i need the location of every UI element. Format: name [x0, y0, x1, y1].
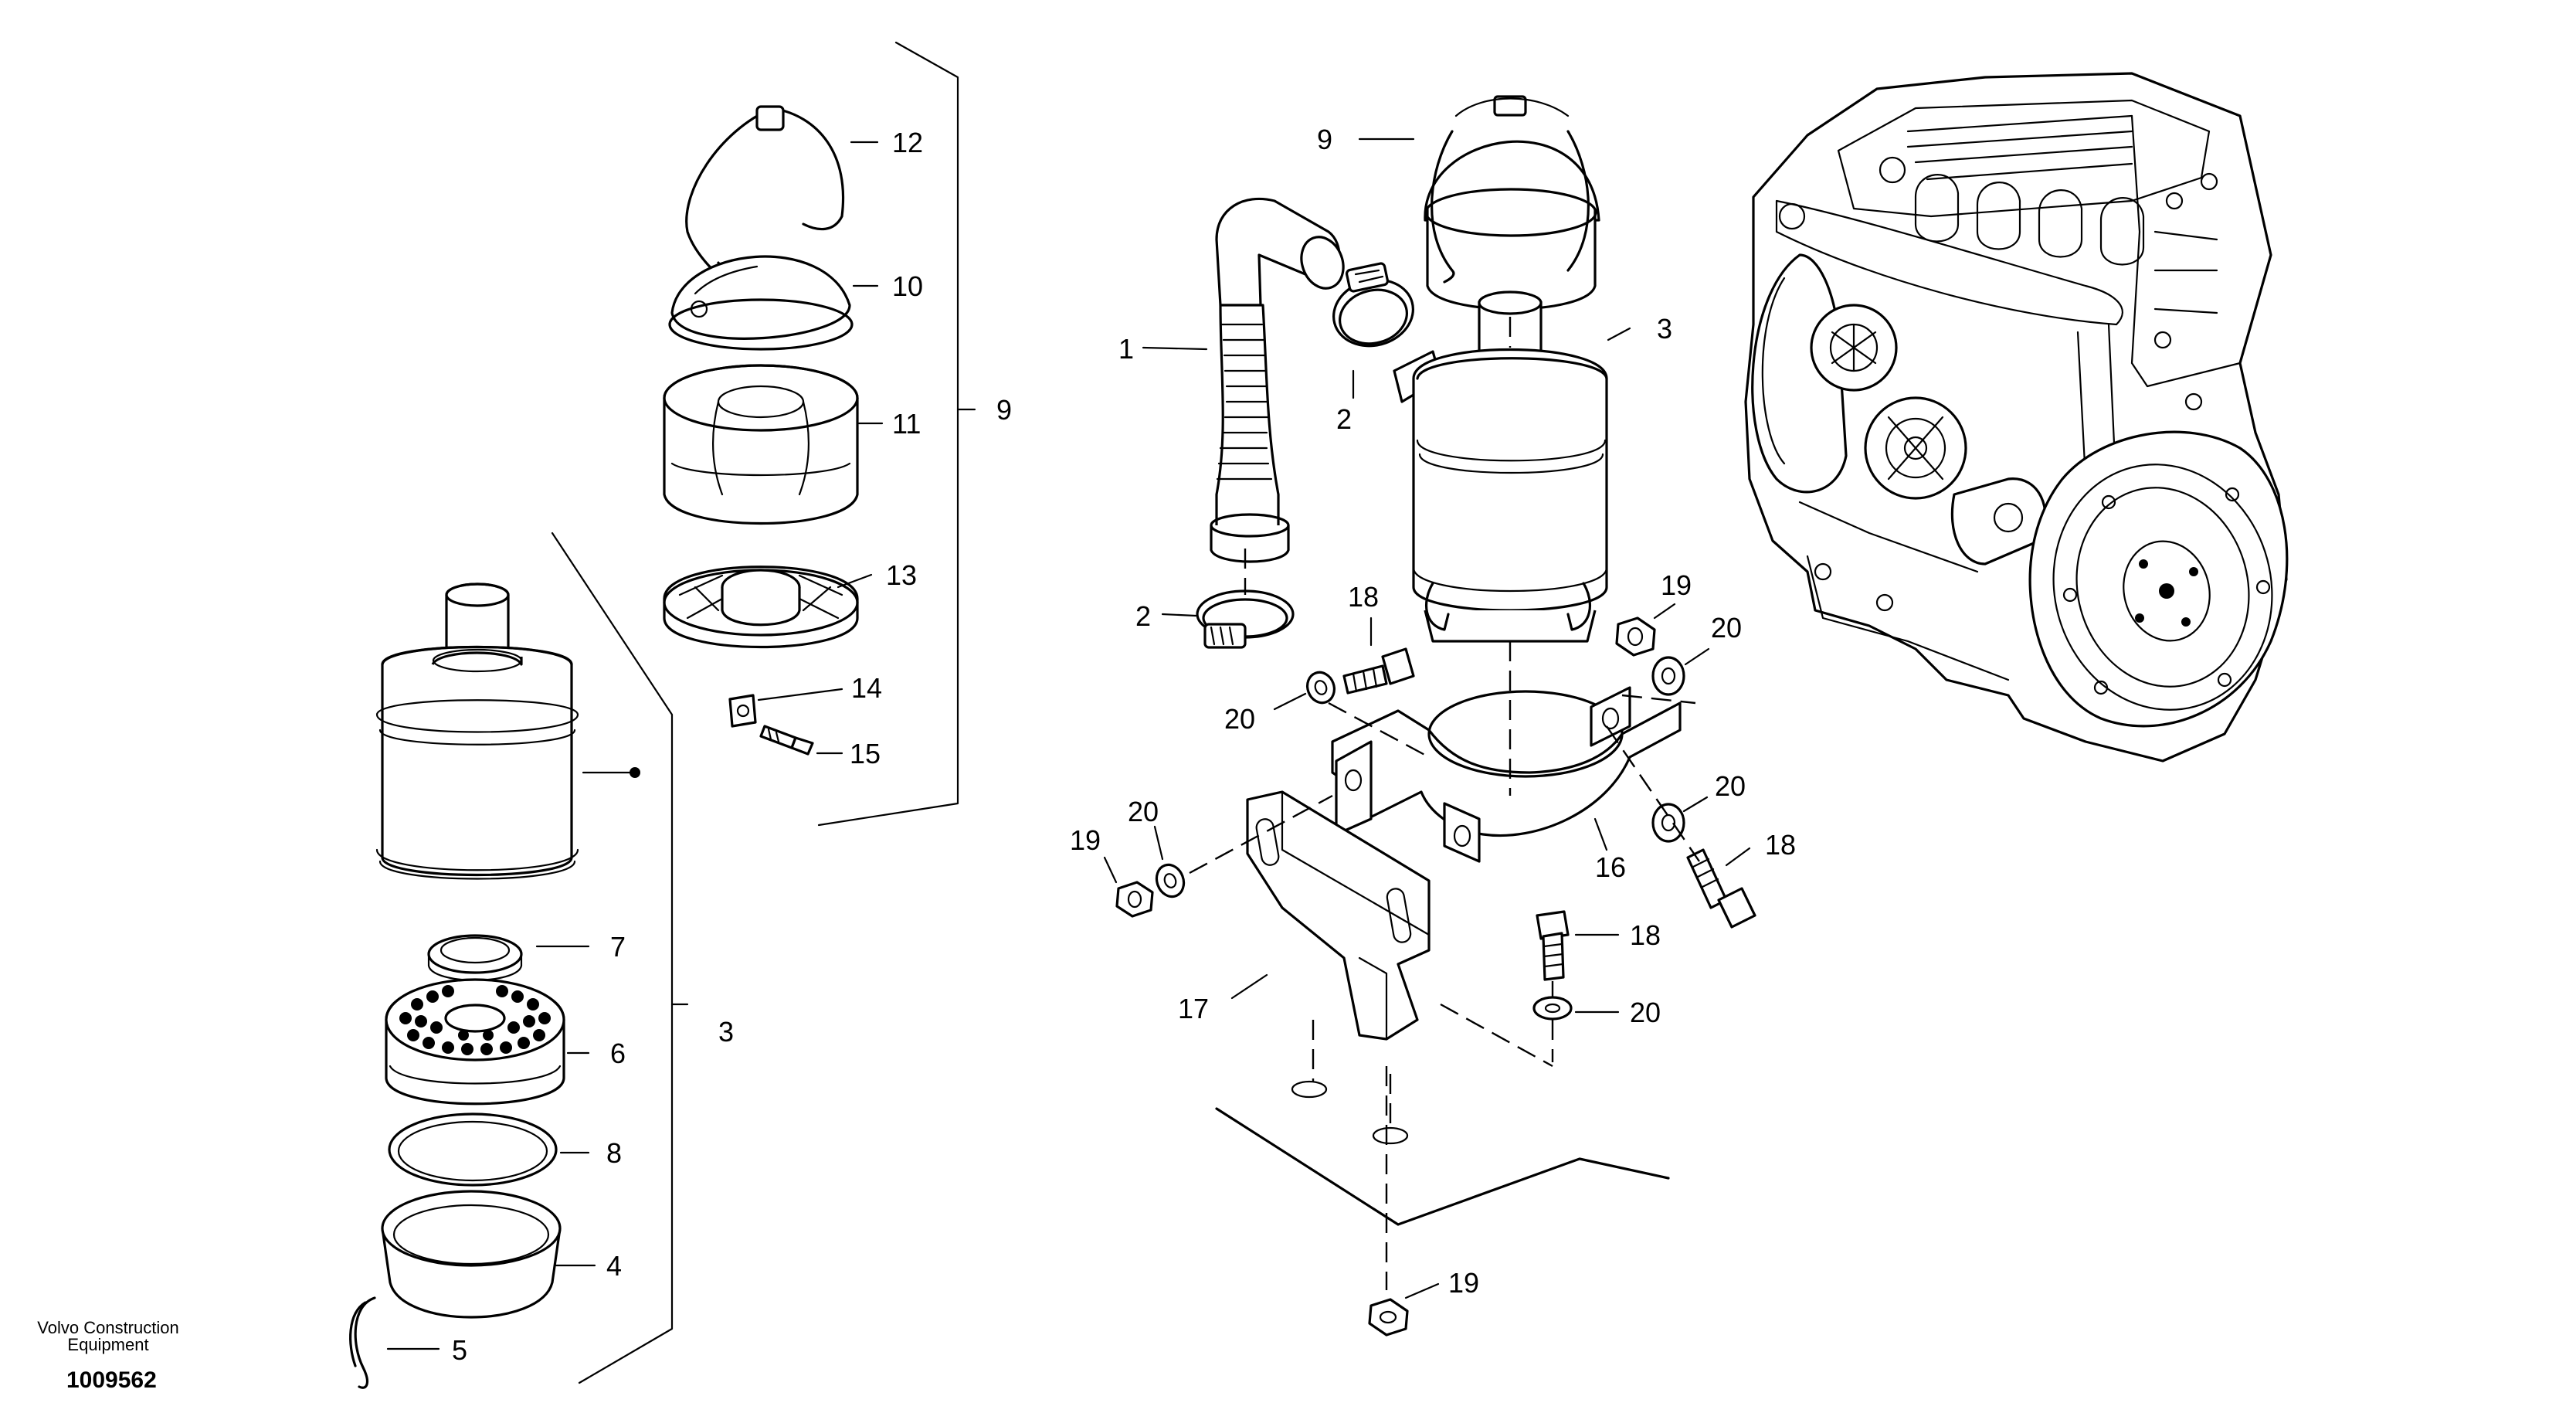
engine-illustration	[1744, 72, 2289, 763]
vane-13	[663, 566, 859, 648]
callout-14: 14	[851, 672, 882, 704]
clamp-ring-12	[685, 105, 845, 311]
hose-clamp-2-upper	[1332, 262, 1414, 348]
washer-20-left	[1306, 671, 1336, 705]
seal-ring-7	[427, 934, 523, 981]
callout-4: 4	[606, 1250, 622, 1282]
footer: Volvo Construction Equipment 1009562	[31, 1320, 185, 1394]
callout-17: 17	[1178, 993, 1209, 1024]
bowl-11	[663, 364, 859, 525]
callout-7: 7	[610, 931, 626, 963]
brand-label: Volvo Construction Equipment	[31, 1320, 185, 1354]
callout-19-bottom: 19	[1448, 1267, 1479, 1299]
callout-19-left: 19	[1070, 824, 1101, 856]
callout-1: 1	[1118, 333, 1134, 365]
callout-20-left: 20	[1128, 796, 1159, 827]
cover-dome-10	[668, 255, 854, 351]
filter-housing	[375, 583, 579, 880]
callout-15: 15	[850, 738, 881, 769]
washer-20-lower-right	[1651, 803, 1685, 843]
washer-20-right	[1651, 656, 1685, 696]
callout-3-right: 3	[1657, 313, 1672, 345]
callout-16: 16	[1595, 851, 1626, 883]
brand-line-1: Volvo Construction	[37, 1318, 179, 1337]
callout-13: 13	[886, 559, 917, 591]
callout-3-group: 3	[718, 1016, 734, 1048]
washer-20-bottom	[1532, 996, 1573, 1021]
group-bracket-9	[817, 41, 959, 827]
callout-2-upper: 2	[1336, 403, 1352, 435]
clip-5	[349, 1296, 376, 1389]
nut-19-bottom	[1368, 1298, 1409, 1337]
bolt-18-lower	[1536, 910, 1570, 981]
callout-12: 12	[892, 127, 923, 158]
callout-20-upper-left: 20	[1224, 703, 1255, 735]
hose-clamp-2-lower	[1196, 589, 1295, 649]
bolt-18-right	[1686, 848, 1756, 929]
callout-20-lower: 20	[1630, 997, 1661, 1028]
precleaner-exploded-group	[663, 41, 976, 827]
group-bracket-3	[551, 532, 674, 1384]
mounted-assembly	[1103, 95, 1756, 1337]
filter-exploded-group	[349, 532, 689, 1389]
precleaner-9	[1424, 95, 1600, 311]
mounting-band-16	[1331, 686, 1682, 863]
callout-2-lower: 2	[1135, 600, 1151, 632]
nut-19-left	[1115, 881, 1154, 918]
brand-line-2: Equipment	[67, 1335, 149, 1354]
callout-19-upper: 19	[1661, 569, 1692, 601]
callout-11: 11	[892, 408, 921, 440]
callout-9-group: 9	[996, 394, 1012, 426]
assembly-lines	[1189, 317, 1700, 1290]
callout-18-right: 18	[1765, 829, 1796, 861]
callout-labels: 12 10 11 9 13 14 15 7 6 8 4 5 3 9 1 2 3 …	[452, 124, 1796, 1366]
document-number: 1009562	[66, 1367, 157, 1393]
support-bracket-17	[1246, 790, 1431, 1041]
callout-8: 8	[606, 1137, 622, 1169]
callout-6: 6	[610, 1038, 626, 1069]
bolt-18-upper	[1342, 647, 1415, 695]
manifold-runners	[1914, 174, 2145, 266]
filter-housing-3	[1393, 290, 1608, 643]
callout-18-lower: 18	[1630, 919, 1661, 951]
plate-14	[728, 694, 757, 728]
cup-4	[381, 1190, 562, 1319]
seal-ring-8	[388, 1112, 558, 1187]
callout-18-upper: 18	[1348, 581, 1379, 613]
nut-19-right	[1615, 616, 1656, 657]
screw-15	[759, 725, 814, 756]
callout-9-top: 9	[1317, 124, 1332, 155]
callout-10: 10	[892, 270, 923, 302]
washer-20-lower-left	[1155, 863, 1186, 898]
callout-20-upper-right: 20	[1711, 612, 1742, 644]
base-plate	[1215, 1080, 1670, 1226]
element-holes	[399, 985, 551, 1055]
filter-element-6	[385, 978, 565, 1106]
flywheel	[2028, 430, 2289, 728]
callout-20-right: 20	[1715, 770, 1746, 802]
hose-1	[1210, 197, 1345, 563]
callout-5: 5	[452, 1334, 467, 1366]
